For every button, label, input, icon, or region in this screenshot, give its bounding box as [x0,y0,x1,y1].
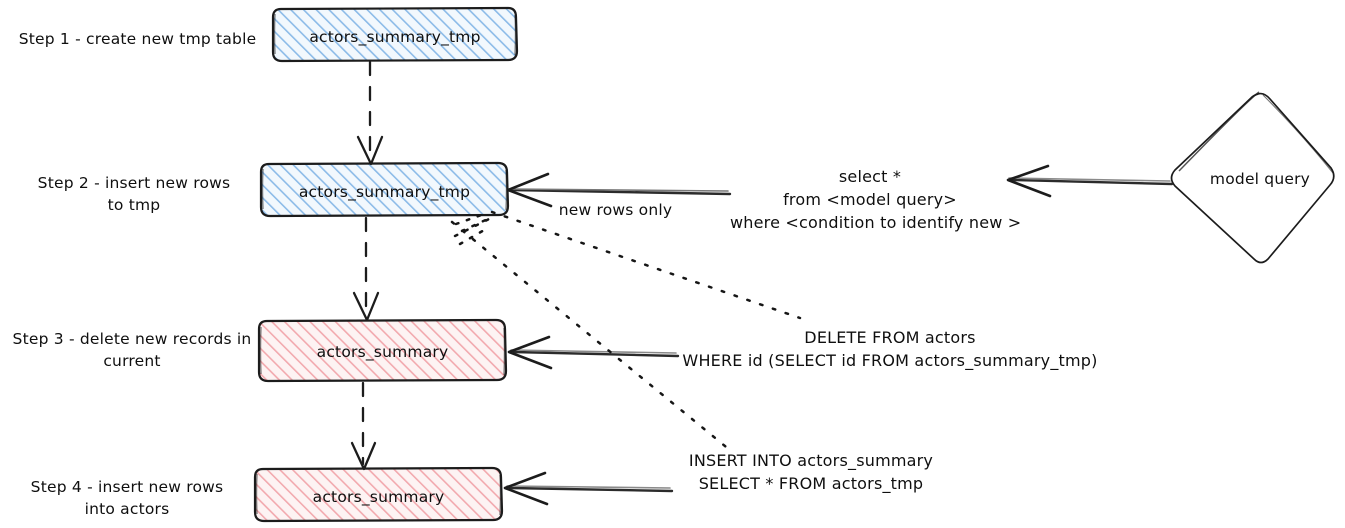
node-actors-summary-tmp-1 [271,6,519,63]
edge-label-insert-sql: INSERT INTO actors_summary SELECT * FROM… [688,451,934,494]
step-label-1: Step 1 - create new tmp table [18,30,257,48]
flow-arrow-2-to-3 [352,216,380,322]
dotted-leader-to-delete [454,210,802,320]
arrow-delete-to-node3 [507,335,680,370]
node-actors-summary-4 [253,466,504,523]
arrow-diamond-to-query [1006,164,1174,198]
step-label-4: Step 4 - insert new rows into actors [30,478,224,519]
node-label-actors-summary-4: actors_summary [312,488,445,506]
arrow-query-to-node2 [506,172,732,208]
edge-label-delete-sql: DELETE FROM actors WHERE id (SELECT id F… [682,328,1098,371]
node-label-actors-summary-tmp-1: actors_summary_tmp [309,28,481,46]
step-label-2: Step 2 - insert new rows to tmp [37,174,231,215]
node-label-model-query: model query [1209,170,1311,188]
node-actors-summary-3 [257,318,508,383]
dotted-leader-to-insert [450,217,733,453]
edge-label-new-rows-only: new rows only [558,201,673,219]
flow-arrow-1-to-2 [356,60,384,166]
node-label-actors-summary-3: actors_summary [316,343,449,361]
step-label-3: Step 3 - delete new records in current [12,330,252,371]
node-model-query-diamond [1170,91,1335,264]
flow-arrow-3-to-4 [350,381,377,471]
arrow-insert-to-node4 [503,471,674,506]
edge-label-model-query-sql: select * from <model query> where <condi… [730,167,1022,233]
node-label-actors-summary-tmp-2: actors_summary_tmp [298,183,471,201]
node-actors-summary-tmp-2 [259,161,510,218]
